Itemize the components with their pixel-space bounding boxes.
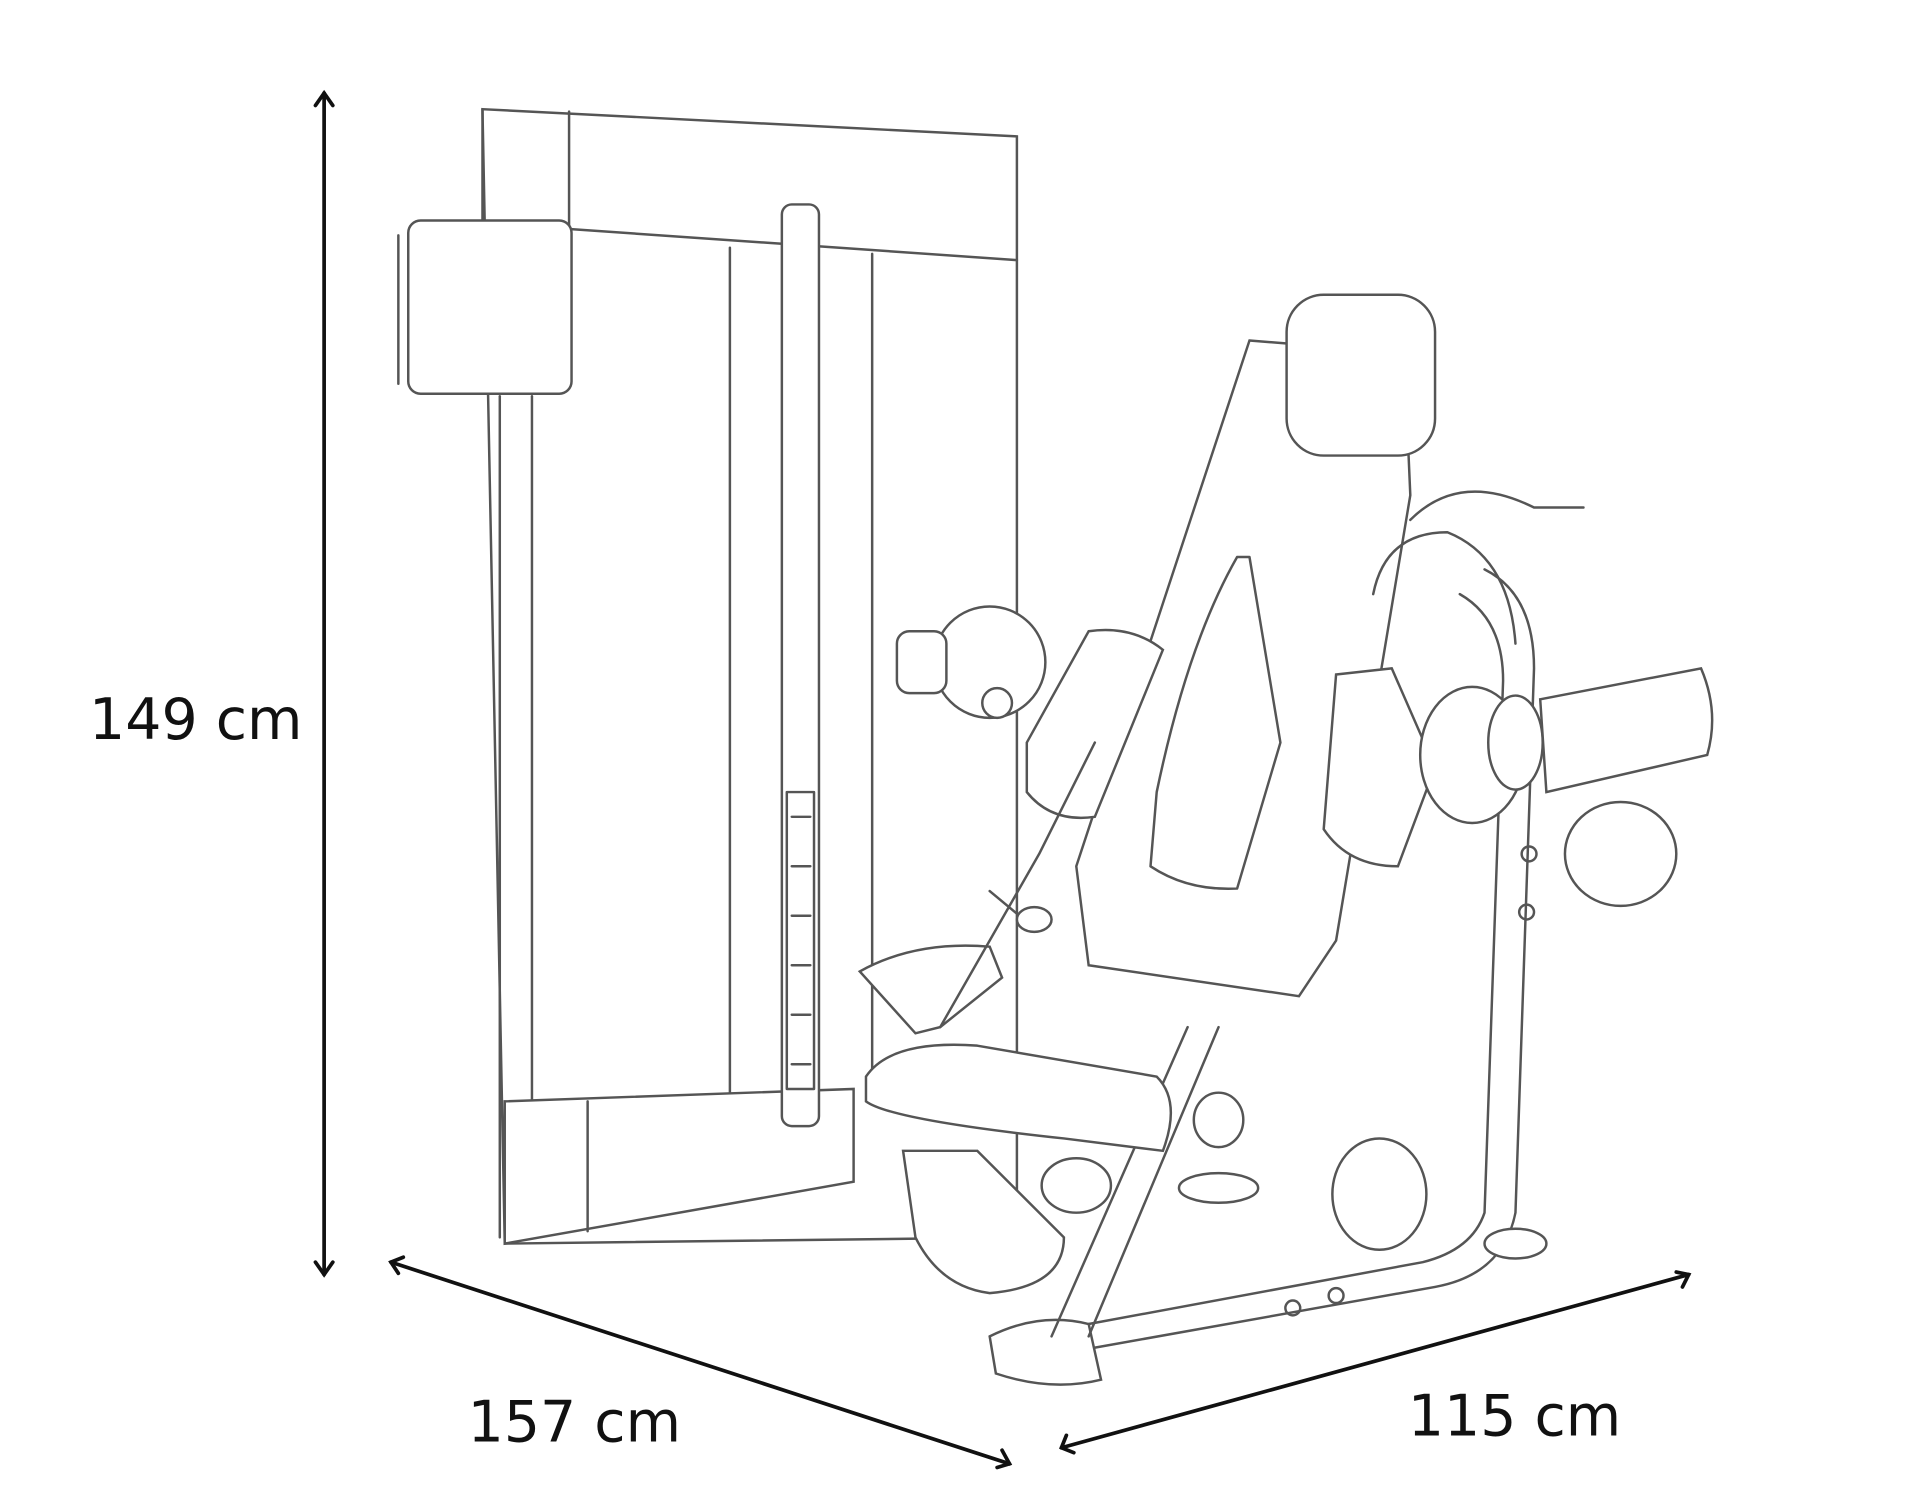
width-dimension-arrow (1059, 1270, 1692, 1455)
machine-drawing (397, 107, 1714, 1386)
handle (857, 741, 1097, 1035)
height-dimension-arrow (313, 89, 335, 1278)
length-label: 157 cm (468, 1390, 681, 1456)
seat (864, 1043, 1260, 1295)
placard (397, 219, 573, 395)
width-label: 115 cm (1408, 1383, 1621, 1449)
arm-pads (895, 490, 1714, 1252)
length-dimension-arrow (388, 1255, 1013, 1470)
machine-frame (988, 568, 1548, 1386)
height-label: 149 cm (89, 687, 302, 753)
